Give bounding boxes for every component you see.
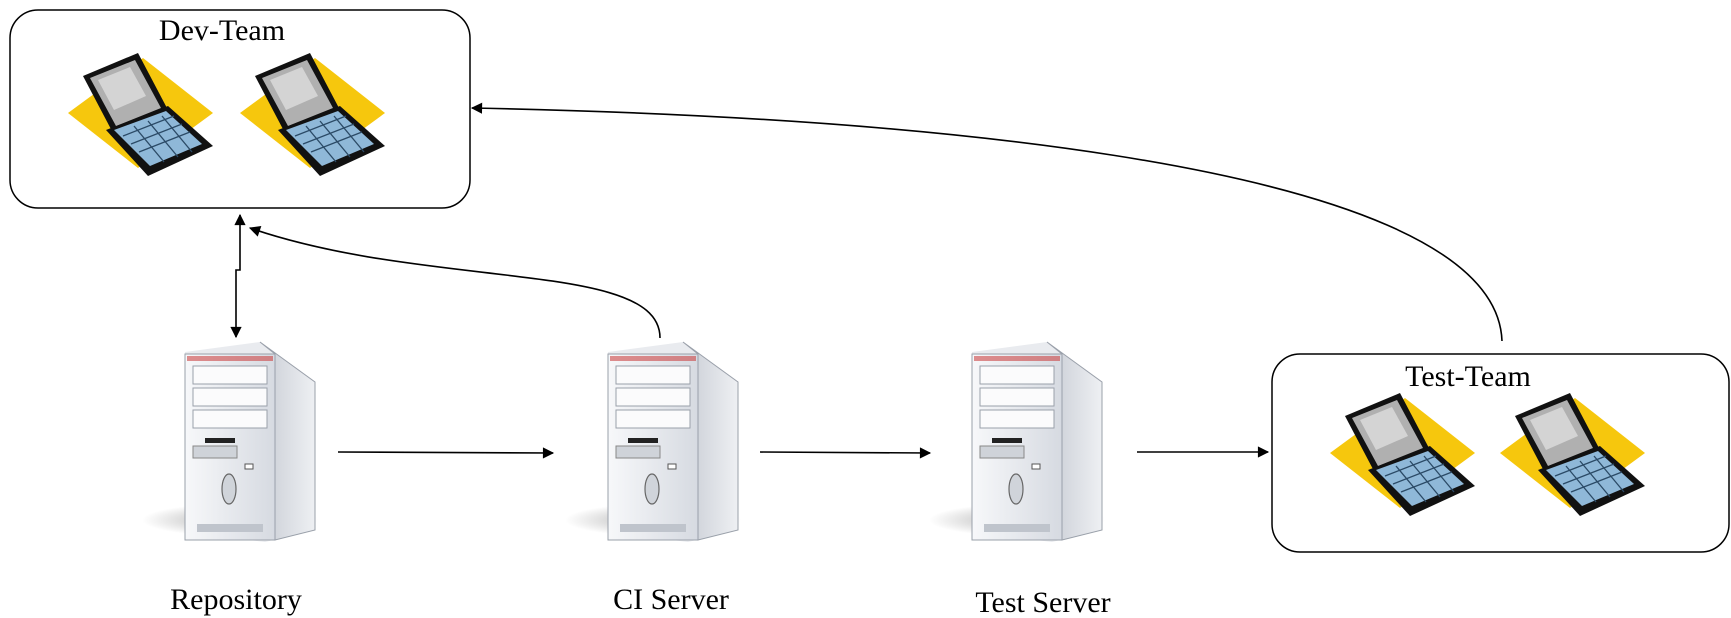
repository-label: Repository xyxy=(170,583,302,616)
arrow-repo-ci xyxy=(337,447,555,459)
arrows xyxy=(230,102,1503,459)
arrow-dev-repo xyxy=(230,213,246,339)
server-tower-icon xyxy=(564,341,742,543)
dev-team-label: Dev-Team xyxy=(159,14,285,47)
server-tower-icon xyxy=(141,341,319,543)
test-server-label: Test Server xyxy=(975,586,1110,618)
arrow-testteam-dev xyxy=(470,102,1503,342)
arrow-ci-testserver xyxy=(759,447,932,459)
ci-server-label: CI Server xyxy=(613,583,729,616)
arrow-ci-dev xyxy=(248,225,661,339)
test-team-label: Test-Team xyxy=(1405,360,1531,393)
server-tower-icon xyxy=(928,341,1106,543)
